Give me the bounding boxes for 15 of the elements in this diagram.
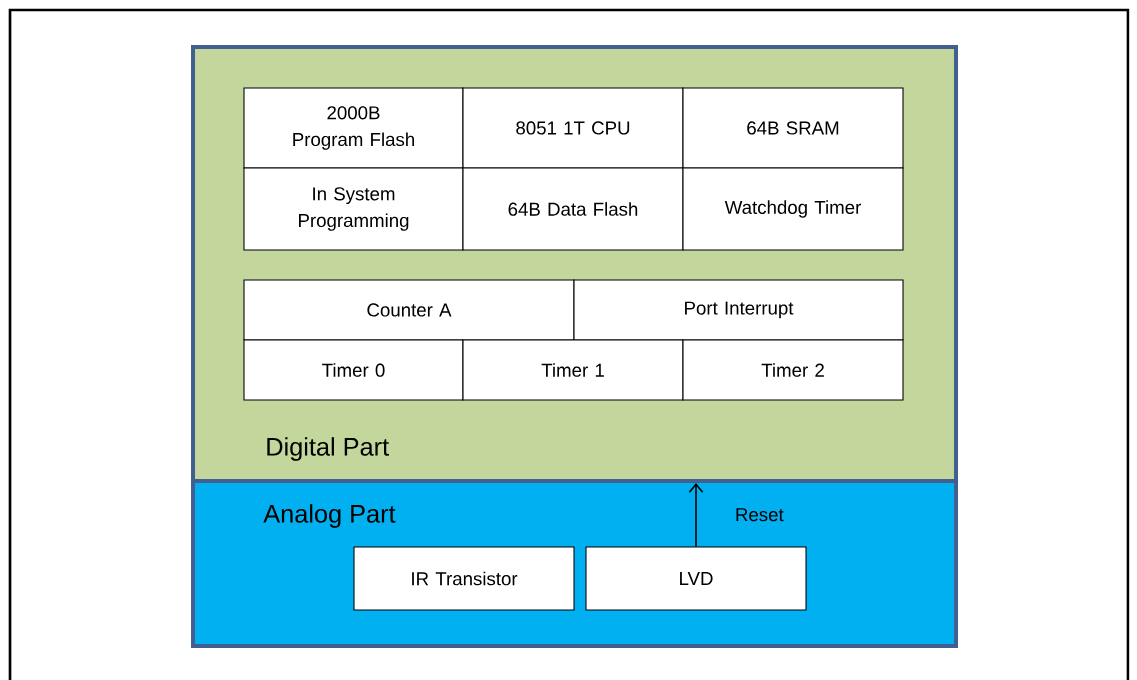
block-box: IR Transistor — [353, 546, 575, 611]
block-box: 2000B Program Flash — [243, 87, 464, 169]
arrow — [688, 483, 704, 548]
block-box: Timer 1 — [462, 339, 684, 401]
block-box: 64B SRAM — [682, 87, 904, 169]
block-box: 64B Data Flash — [462, 167, 684, 251]
block-box: Watchdog Timer — [682, 167, 904, 251]
block-box: Timer 2 — [682, 339, 904, 401]
block-box: Counter A — [243, 279, 575, 341]
block-box: Timer 0 — [243, 339, 464, 401]
block-box: 8051 1T CPU — [462, 87, 684, 169]
block-box: LVD — [585, 546, 807, 611]
block-box: In System Programming — [243, 167, 464, 251]
block-box: Port Interrupt — [573, 279, 904, 341]
edge-label: Reset — [736, 508, 784, 522]
